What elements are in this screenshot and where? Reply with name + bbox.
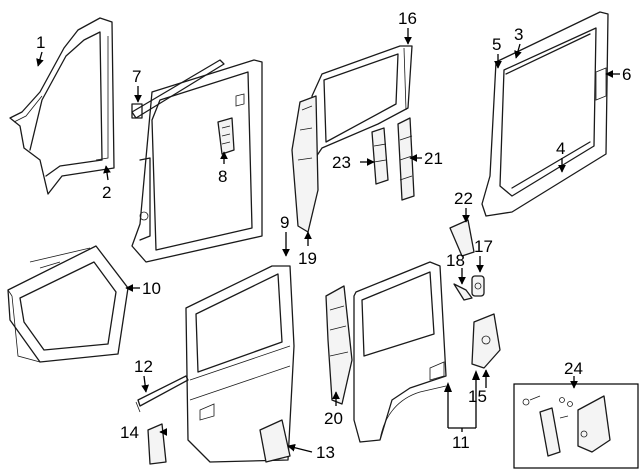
part-rear-side-frame [481,11,609,217]
callout-18: 18 [446,251,465,270]
part-cover-13 [259,419,291,463]
part-bracket-14 [147,423,167,465]
part-side-panel-frame [131,59,263,263]
part-stud-18 [453,283,473,301]
callout-21: 21 [424,149,443,168]
callout-12: 12 [134,357,153,376]
callout-16: 16 [398,9,417,28]
part-weatherstrip-7 [131,59,225,119]
callout-3: 3 [514,25,523,44]
callout-17: 17 [474,237,493,256]
part-door-track-12 [135,375,189,413]
callout-10: 10 [142,279,161,298]
part-striker-17 [471,275,485,297]
part-window-frame-16 [311,45,413,161]
callout-15: 15 [468,387,487,406]
callout-20: 20 [324,409,343,428]
callout-8: 8 [218,167,227,186]
callout-23: 23 [332,153,351,172]
part-hardware-bracket [522,395,611,457]
callout-labels: 1 2 3 4 5 6 7 8 9 10 11 12 13 14 15 16 1… [36,9,631,462]
callout-6: 6 [622,65,631,84]
part-bracket-22 [449,219,475,257]
callout-2: 2 [102,183,111,202]
callout-11: 11 [452,433,470,452]
part-sliding-door-panel-9 [185,265,295,463]
callout-14: 14 [120,423,139,442]
callout-7: 7 [132,67,141,86]
part-pillar-20 [325,285,353,405]
part-reinforcement-23 [371,127,389,185]
part-roof-panel-10 [7,245,129,363]
leader-lines [36,28,620,453]
callout-22: 22 [454,189,473,208]
callout-13: 13 [316,443,335,462]
callout-4: 4 [556,139,565,158]
callout-24: 24 [564,359,583,378]
part-pillar-19 [291,95,319,233]
callout-1: 1 [36,33,45,52]
inset-hardware-24 [513,383,639,469]
callout-5: 5 [492,35,501,54]
callout-9: 9 [280,213,289,232]
part-front-door-frame [9,17,115,195]
part-bracket-15 [471,313,501,369]
part-bracket-8 [217,117,235,155]
part-reinforcement-21 [397,117,415,201]
part-quarter-panel-11 [353,261,447,443]
callout-19: 19 [298,249,317,268]
